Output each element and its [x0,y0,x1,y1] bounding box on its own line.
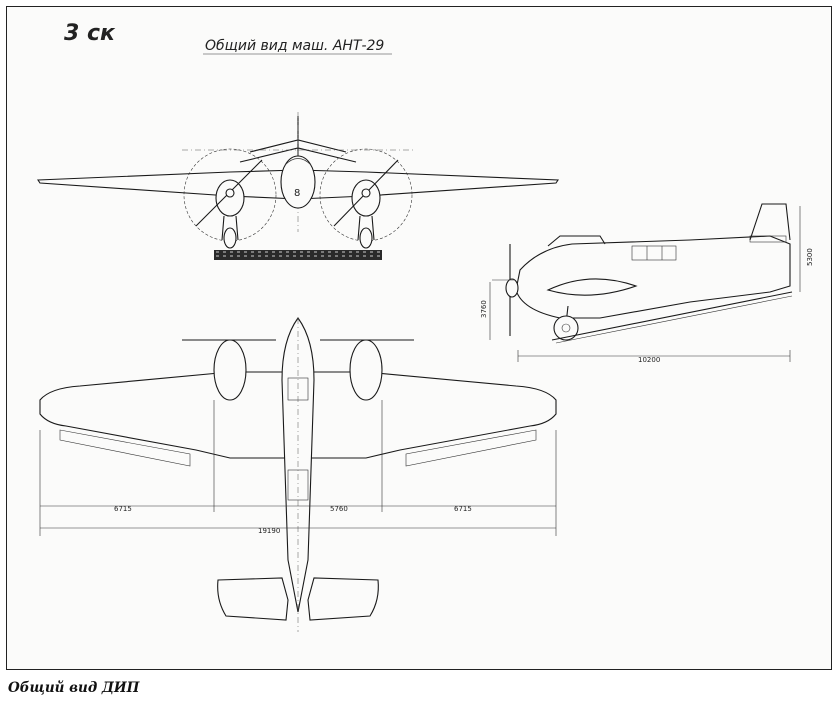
figure-caption: Общий вид ДИП [8,680,140,696]
sheet-stamp: 3 ск [64,21,116,46]
left-span-dim: 6715 [114,505,132,513]
plan-view: 6715 5760 6715 19190 [39,317,557,632]
svg-text:8: 8 [294,188,300,199]
sheet-title: Общий вид маш. АНТ-29 [205,38,384,54]
front-view: 8 [36,112,560,260]
side-view: 10200 5300 3760 [480,203,814,364]
side-length-dim: 10200 [638,356,660,364]
side-prop-dim: 3760 [480,300,488,318]
total-span-dim: 19190 [258,527,280,535]
drawing-sheet [6,6,832,670]
side-height-dim: 5300 [806,248,814,266]
center-span-dim: 5760 [330,505,348,513]
right-span-dim: 6715 [454,505,472,513]
